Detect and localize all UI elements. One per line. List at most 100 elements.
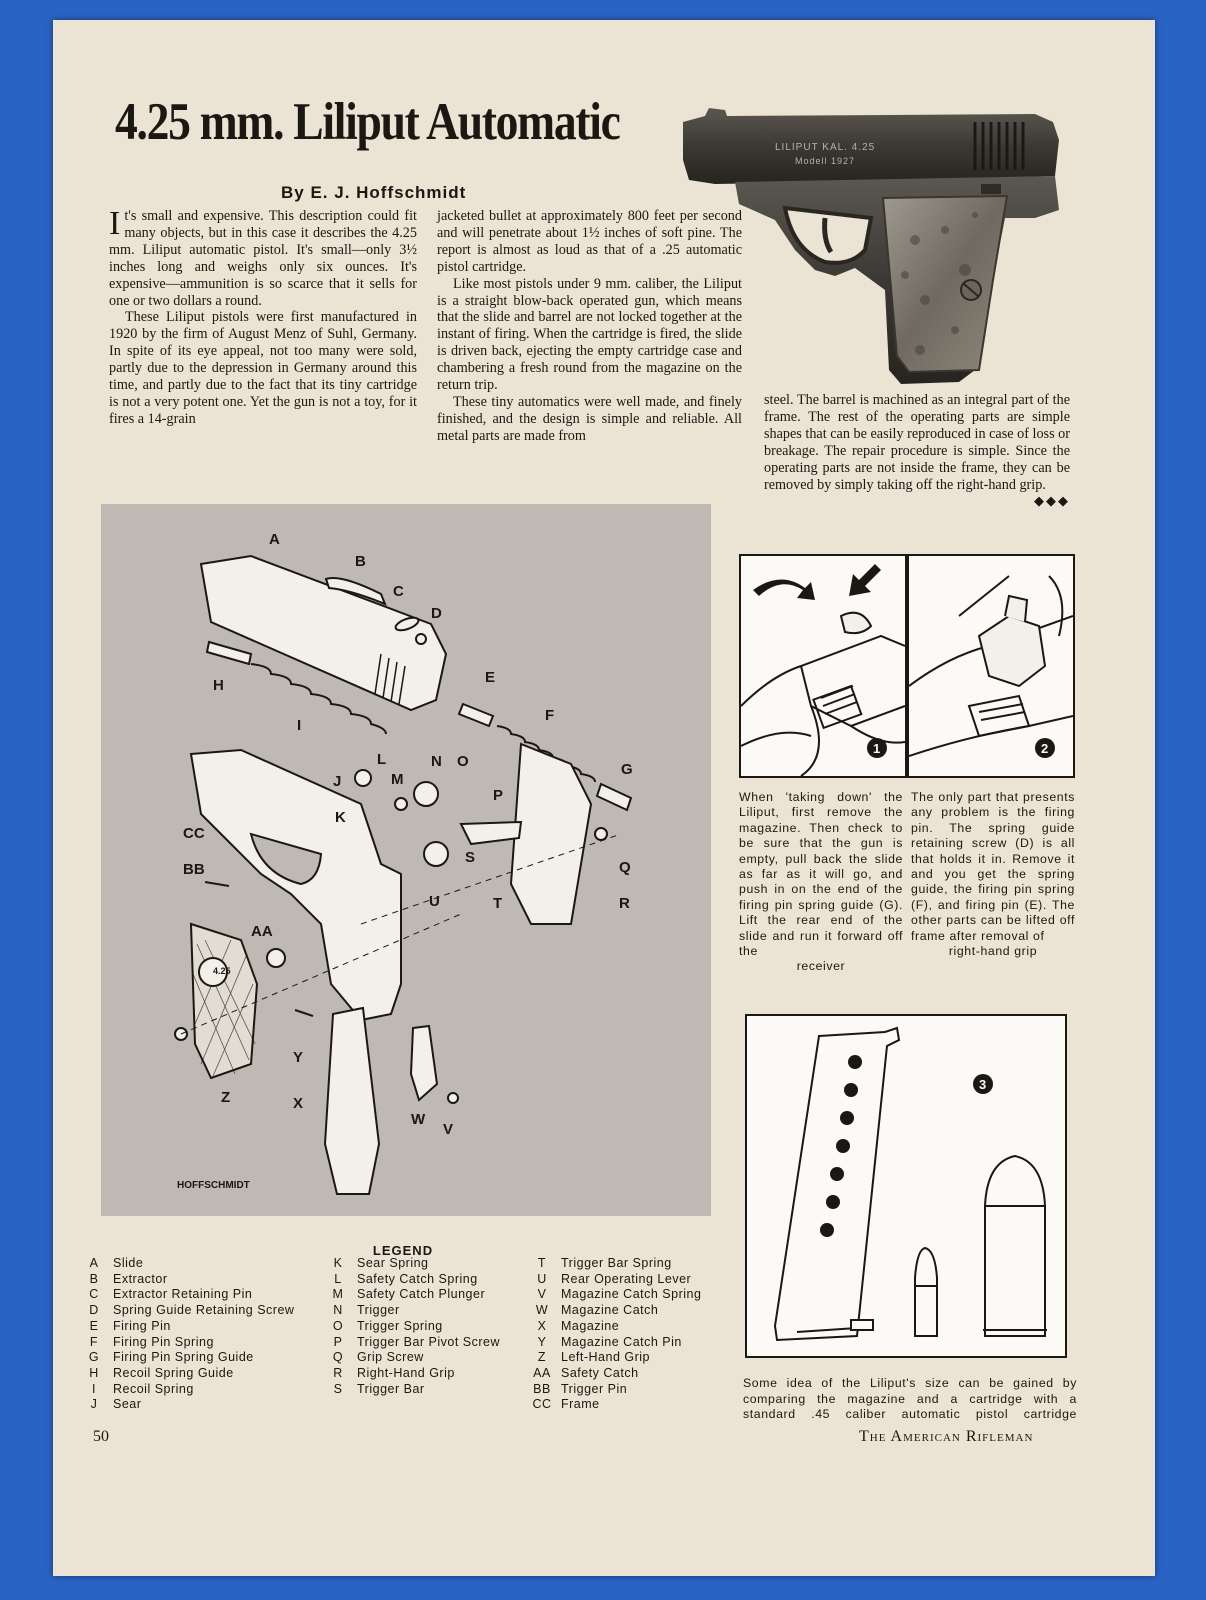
- label-P: P: [493, 787, 503, 804]
- slide-engraving-1: LILIPUT KAL. 4.25: [775, 142, 875, 153]
- step-3-illustration: 3: [745, 1014, 1067, 1358]
- label-I: I: [297, 717, 301, 734]
- paragraph-3: jacketed bullet at approximately 800 fee…: [437, 208, 742, 275]
- label-M: M: [391, 771, 404, 788]
- part-firing-pin-spring: [496, 725, 596, 783]
- magazine-page: 4.25 mm. Liliput Automatic By E. J. Hoff…: [53, 20, 1155, 1576]
- magazine-drawing: [773, 1026, 901, 1342]
- label-Q: Q: [619, 859, 631, 876]
- end-mark: ◆◆◆: [1034, 493, 1070, 509]
- part-firing-pin: [457, 702, 495, 728]
- label-V: V: [443, 1121, 453, 1138]
- label-F: F: [545, 707, 554, 724]
- pistol-grip-shape: [881, 194, 1009, 374]
- label-N: N: [431, 753, 442, 770]
- paragraph-5: These tiny automatics were well made, an…: [437, 393, 742, 444]
- label-T: T: [493, 895, 502, 912]
- legend-title: LEGEND: [372, 1243, 434, 1258]
- part-recoil-guide: [205, 640, 253, 666]
- step-3-number: 3: [979, 1077, 986, 1092]
- step-1-number: 1: [873, 741, 880, 756]
- drop-cap: I: [109, 205, 121, 242]
- article-column-3: steel. The barrel is machined as an inte…: [764, 392, 1070, 510]
- article-column-2: jacketed bullet at approximately 800 fee…: [437, 208, 742, 445]
- label-C: C: [393, 583, 404, 600]
- push-arrow-icon: [849, 564, 881, 596]
- exploded-view-diagram: A B C D E F G H I J K L M N O P Q R S T: [101, 504, 711, 1216]
- part-safety-catch: [266, 948, 286, 968]
- artist-signature: HOFFSCHMIDT: [177, 1180, 250, 1191]
- label-J: J: [333, 773, 341, 790]
- label-E: E: [485, 669, 495, 686]
- article-title: 4.25 mm. Liliput Automatic: [115, 93, 621, 151]
- article-byline: By E. J. Hoffschmidt: [281, 183, 467, 202]
- caption-step-1-text: When 'taking down' the Liliput, first re…: [739, 790, 903, 959]
- label-R: R: [619, 895, 630, 912]
- caption-step-3: Some idea of the Liliput's size can be g…: [743, 1376, 1077, 1422]
- label-U: U: [429, 893, 440, 910]
- part-trigger-pin: [204, 881, 230, 887]
- paragraph-2: These Liliput pistols were first manufac…: [109, 309, 417, 427]
- magazine-name: The American Rifleman: [859, 1428, 1034, 1445]
- part-rear-lever: [423, 841, 449, 867]
- caption-step-1-last: receiver: [796, 959, 846, 974]
- grip-logo-text: 4.25: [213, 966, 231, 976]
- part-spring-guide-screw: [415, 633, 427, 645]
- label-A: A: [269, 531, 280, 548]
- label-O: O: [457, 753, 469, 770]
- label-D: D: [431, 605, 442, 622]
- label-W: W: [411, 1111, 426, 1128]
- part-grip-screw: [594, 827, 608, 841]
- part-safety-plunger: [394, 797, 408, 811]
- part-recoil-spring: [250, 663, 387, 735]
- caption-step-2-text: The only part that presents any problem …: [911, 790, 1075, 943]
- label-X: X: [293, 1095, 303, 1112]
- part-magazine: [323, 1006, 381, 1195]
- part-catch-pin: [294, 1009, 314, 1017]
- step-1-illustration: 1: [739, 554, 907, 778]
- part-trigger: [413, 781, 439, 807]
- label-BB: BB: [183, 861, 205, 878]
- liliput-cartridge: [914, 1246, 938, 1337]
- label-H: H: [213, 677, 224, 694]
- step-2-number: 2: [1041, 741, 1048, 756]
- paragraph-6: steel. The barrel is machined as an inte…: [764, 392, 1070, 493]
- paragraph-1-text: t's small and expensive. This descriptio…: [109, 208, 417, 309]
- label-Z: Z: [221, 1089, 230, 1106]
- label-L: L: [377, 751, 386, 768]
- caption-step-2: The only part that presents any problem …: [911, 790, 1075, 959]
- caption-step-2-last: right-hand grip: [948, 944, 1038, 959]
- caption-step-1: When 'taking down' the Liliput, first re…: [739, 790, 903, 975]
- part-firing-pin-guide: [595, 782, 633, 812]
- label-G: G: [621, 761, 633, 778]
